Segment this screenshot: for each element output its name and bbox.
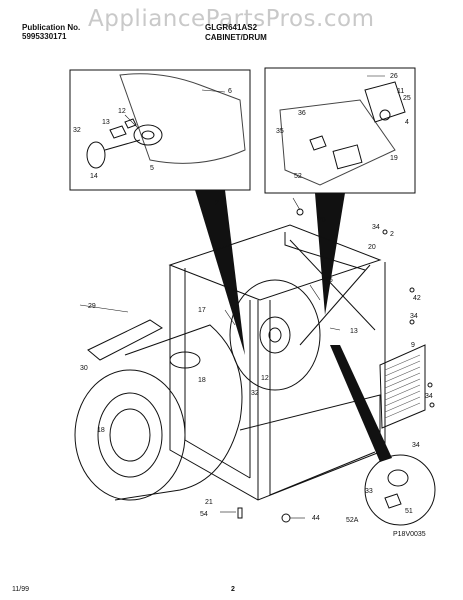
callout-label: 25 [403, 95, 411, 102]
callout-label: 32 [73, 127, 81, 134]
callout-label: 9 [411, 342, 415, 349]
callout-label: 34 [425, 393, 433, 400]
callout-label: 33 [365, 488, 373, 495]
callout-label: 15 [325, 277, 333, 284]
callout-label: 52 [294, 173, 302, 180]
callout-label: 42 [413, 295, 421, 302]
vent-grille [379, 344, 426, 429]
page-number: 2 [231, 586, 235, 593]
publication-number: 5995330171 [22, 32, 67, 41]
callout-label: 36 [298, 110, 306, 117]
callout-label: 20 [368, 244, 376, 251]
drum-rear-bulkhead [229, 279, 321, 391]
callout-label: 34 [372, 224, 380, 231]
drum [114, 324, 243, 501]
callout-label: 4 [405, 119, 409, 126]
callout-label: 30 [80, 365, 88, 372]
callout-label: 20 [318, 217, 326, 224]
callout-label: 12 [118, 108, 126, 115]
callout-label: 2 [215, 200, 219, 207]
callout-labels: 6 12 13 32 14 5 26 11 25 36 4 35 19 52 2… [73, 73, 433, 538]
callout-label: 34 [412, 442, 420, 449]
callout-label: 32 [251, 390, 259, 397]
watermark: AppliancePartsPros.com [88, 6, 375, 32]
callout-label: 21 [205, 499, 213, 506]
callout-label: 17 [198, 307, 206, 314]
section-title: CABINET/DRUM [205, 33, 267, 42]
top-panel-strip [87, 319, 163, 361]
inset-switch-circle [364, 454, 436, 526]
publication-label: Publication No. [22, 23, 81, 32]
callout-label: 13 [102, 119, 110, 126]
callout-label: 2 [390, 231, 394, 238]
callout-label: 51 [405, 508, 413, 515]
callout-label: 18 [97, 427, 105, 434]
footer-date: 11/99 [12, 586, 29, 593]
callout-label: 14 [90, 173, 98, 180]
callout-label: 12 [261, 375, 269, 382]
callout-label: 54 [200, 511, 208, 518]
callout-label: 52A [346, 517, 359, 524]
callout-label: 29 [88, 303, 96, 310]
callout-label: 26 [390, 73, 398, 80]
inset-drum-bearing-box [69, 69, 251, 191]
callout-label: 44 [312, 515, 320, 522]
callout-label: 11 [397, 88, 404, 95]
callout-label: 34 [410, 313, 418, 320]
callout-label: 35 [276, 128, 284, 135]
callout-label: 19 [390, 155, 398, 162]
model-number: GLGR641AS2 [205, 23, 258, 32]
callout-label: 6 [228, 88, 232, 95]
callout-label: 5 [150, 165, 154, 172]
diagram-code: P18V0035 [393, 531, 426, 538]
callout-label: 13 [350, 328, 358, 335]
callout-label: 18 [198, 377, 206, 384]
inset-motor-switch-box [264, 67, 416, 194]
